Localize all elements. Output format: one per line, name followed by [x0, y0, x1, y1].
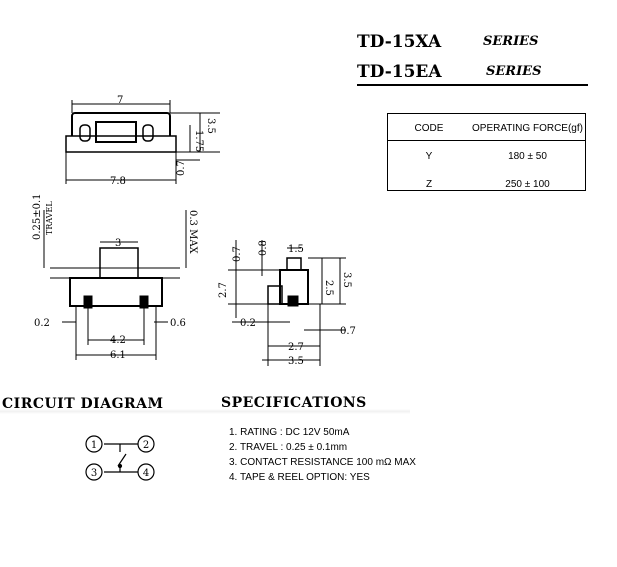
force-table-frame: CODE OPERATING FORCE(gf) Y 180 ± 50 Z 25… [387, 113, 586, 191]
top-view-stem [95, 121, 137, 143]
dim-label: 0.3 MAX [187, 210, 198, 255]
dim-label: 0.2 [34, 318, 50, 329]
specifications-title: SPECIFICATIONS [221, 395, 367, 411]
spec-item: 2. TRAVEL : 0.25 ± 0.1mm [229, 442, 348, 453]
force-table-header-rule [388, 140, 585, 141]
dim-label: 2.7 [218, 282, 229, 298]
section-shadow [0, 409, 410, 414]
dim-label: 7.8 [110, 176, 126, 187]
dim-label: 3.5 [288, 356, 304, 367]
dim-label: 2.5 [323, 280, 334, 296]
series-label-2: SERIES [486, 64, 542, 79]
dim-label: 4.2 [110, 335, 126, 346]
dim-label: 3.5 [205, 118, 216, 134]
pin-circle [137, 463, 155, 481]
circuit-diagram-title: CIRCUIT DIAGRAM [2, 396, 164, 412]
dim-label: TRAVEL [45, 201, 54, 235]
dim-label: 1.75 [193, 130, 204, 152]
force-table-cell-code: Z [425, 178, 433, 190]
dim-label: 0.6 [170, 318, 186, 329]
spec-item: 3. CONTACT RESISTANCE 100 mΩ MAX [229, 457, 416, 468]
dim-label: 6.1 [110, 350, 126, 361]
top-view-slot-right [142, 124, 154, 142]
spec-item: 4. TAPE & REEL OPTION: YES [229, 472, 370, 483]
top-view-slot-left [79, 124, 91, 142]
specifications-list: 1. RATING : DC 12V 50mA 2. TRAVEL : 0.25… [229, 425, 416, 485]
force-table-header-code: CODE [414, 122, 444, 134]
series-label-1: SERIES [483, 34, 539, 49]
circuit-diagram: 1 2 3 4 [85, 435, 155, 481]
pin-circle [85, 463, 103, 481]
model-title-1: TD-15XA [357, 32, 442, 52]
side-view-leg [287, 295, 299, 307]
top-view-base [65, 135, 177, 153]
dim-label: 0.7 [176, 160, 187, 176]
front-view-leg-left [83, 295, 93, 309]
dim-label: 0.2 [240, 318, 256, 329]
dim-label: 0.8 [258, 240, 269, 256]
spec-item: 1. RATING : DC 12V 50mA [229, 427, 350, 438]
pin-label: 4 [143, 468, 149, 479]
force-table: CODE OPERATING FORCE(gf) Y 180 ± 50 Z 25… [388, 114, 585, 198]
dim-label: 0.7 [232, 246, 243, 262]
force-table-cell-code: Y [425, 150, 433, 162]
force-table-header-force: OPERATING FORCE(gf) [472, 122, 583, 134]
header-underline [357, 84, 588, 86]
dim-label: 1.5 [288, 244, 304, 255]
pin-circle [85, 435, 103, 453]
dim-label: 7 [117, 95, 123, 106]
pin-label: 1 [91, 440, 97, 451]
force-table-cell-force: 250 ± 100 [505, 178, 550, 190]
pin-label: 2 [143, 440, 149, 451]
front-view-stem [99, 247, 139, 279]
side-view-stem [286, 257, 302, 271]
dim-label: 0.25±0.1 [32, 193, 43, 240]
dim-label: 0.7 [340, 326, 356, 337]
pin-circle [137, 435, 155, 453]
pin-label: 3 [91, 468, 97, 479]
force-table-cell-force: 180 ± 50 [508, 150, 547, 162]
switch-contact [117, 453, 127, 467]
dim-label: 2.7 [288, 342, 304, 353]
dim-label: 3 [115, 238, 121, 249]
front-view-leg-right [139, 295, 149, 309]
dim-label: 3.5 [341, 272, 352, 288]
model-title-2: TD-15EA [357, 62, 442, 82]
